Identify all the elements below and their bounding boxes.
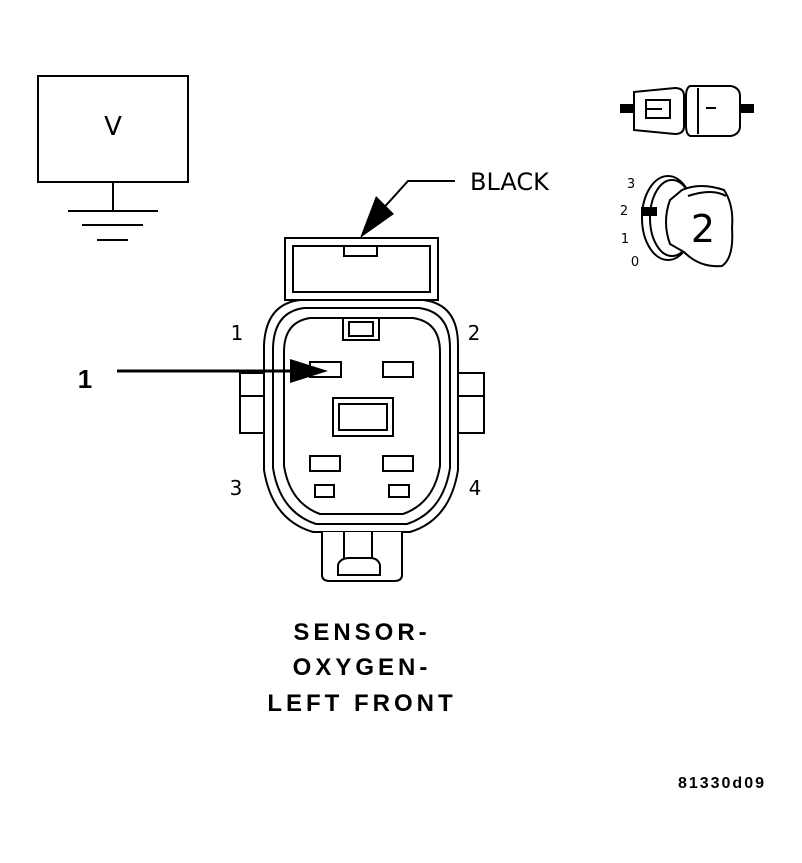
pin-label-1: 1 <box>231 321 244 345</box>
connector-shell-middle <box>272 307 451 525</box>
color-leader-line <box>379 180 455 213</box>
connector-shell-outer <box>263 299 459 533</box>
connector-latch <box>343 245 378 257</box>
key-selected-position: 2 <box>691 207 715 251</box>
pin-callout <box>117 359 328 383</box>
key-mark-1: 1 <box>621 232 629 247</box>
wire-stub-right <box>740 104 754 113</box>
key-position-pointer <box>641 207 657 216</box>
terminal-cavity-4 <box>382 455 414 472</box>
color-arrowhead <box>360 196 394 238</box>
key-mark-2: 2 <box>620 204 628 219</box>
title-line-1: SENSOR- <box>293 619 430 646</box>
title-line-3: LEFT FRONT <box>267 690 456 717</box>
terminal-cavity-6 <box>388 484 410 498</box>
pin-label-3: 3 <box>230 476 243 500</box>
voltmeter-label: V <box>104 112 122 142</box>
disconnect-icon <box>620 85 754 137</box>
key-head <box>665 185 734 268</box>
title-line-2: OXYGEN- <box>293 654 432 681</box>
connector-top-housing <box>284 237 439 301</box>
connector-wire-clip <box>337 557 381 576</box>
wire-stub-left <box>620 104 634 113</box>
terminal-cavity-2 <box>382 361 414 378</box>
terminal-cavity-3 <box>309 455 341 472</box>
pin-label-4: 4 <box>469 476 482 500</box>
color-callout <box>360 180 455 238</box>
terminal-center-block <box>332 397 394 437</box>
connector-key <box>342 317 380 341</box>
ignition-key-icon <box>641 175 734 268</box>
terminal-cavity-5 <box>314 484 335 498</box>
plug-half-male <box>633 86 685 136</box>
voltmeter <box>37 75 189 241</box>
key-mark-0: 0 <box>631 255 639 270</box>
pin-callout-number: 1 <box>78 364 92 394</box>
connector-wire-exit <box>321 532 403 582</box>
connector <box>239 237 485 582</box>
key-mark-3: 3 <box>627 177 635 192</box>
plug-half-female <box>685 85 741 137</box>
figure-id: 81330d09 <box>678 775 766 792</box>
pin-label-2: 2 <box>468 321 481 345</box>
connector-top-inner <box>292 245 431 293</box>
pin-callout-arrowhead <box>290 359 328 383</box>
connector-shell-inner <box>283 317 441 515</box>
connector-color-label: BLACK <box>470 168 550 196</box>
